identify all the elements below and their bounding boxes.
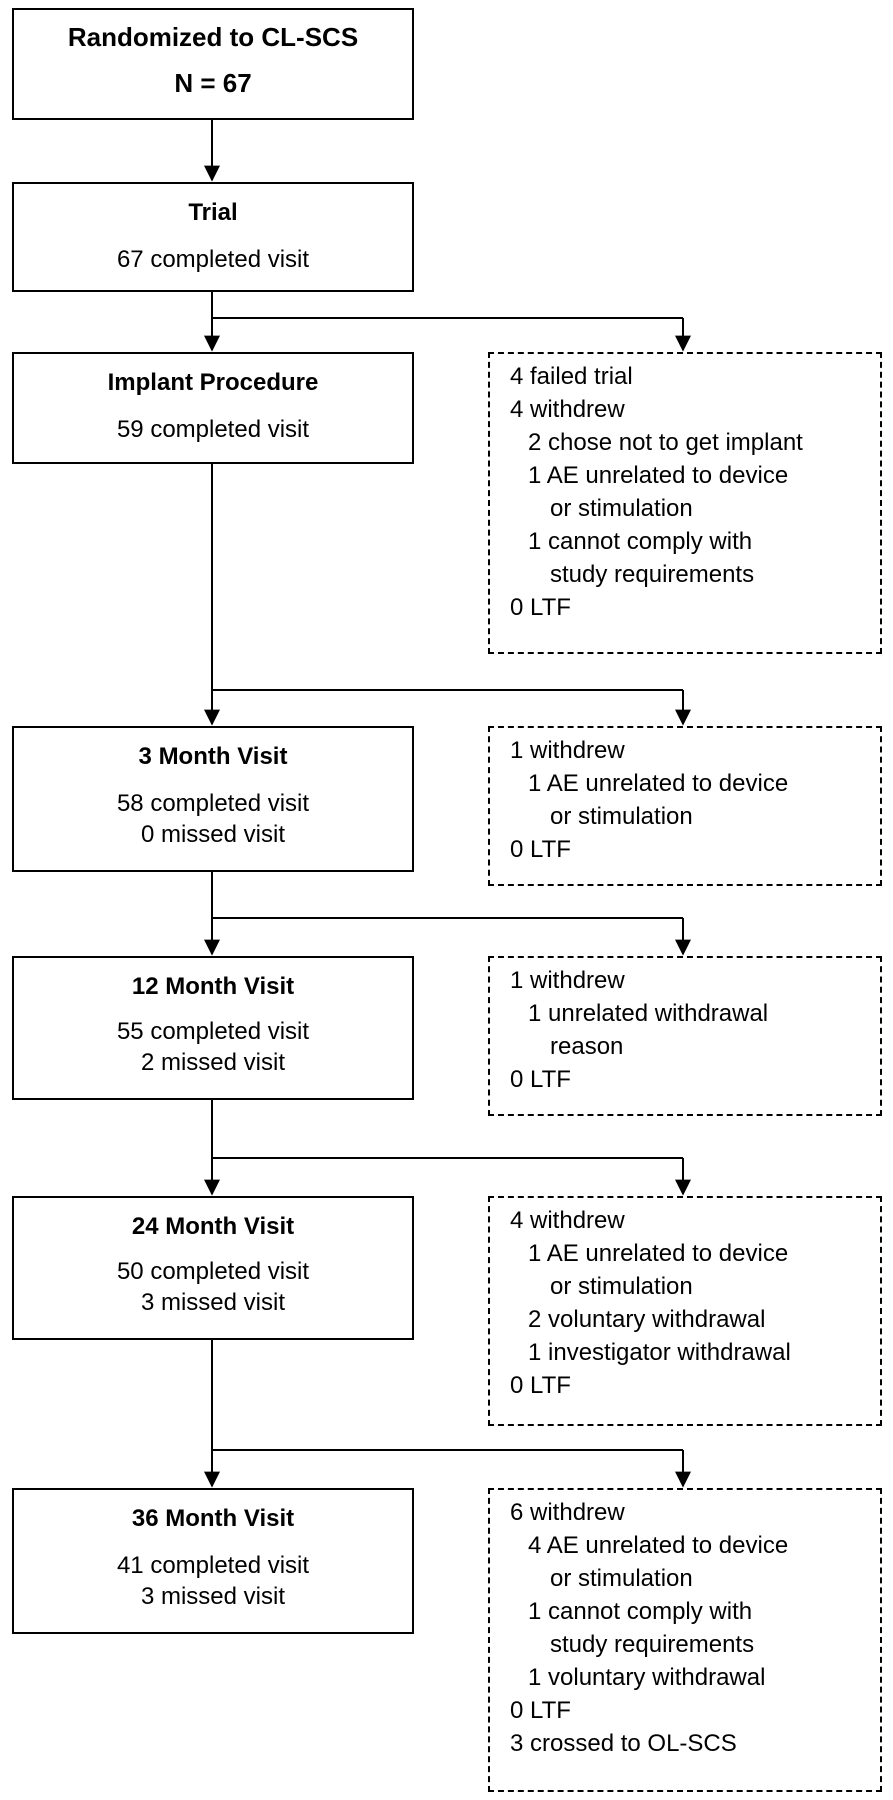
randomized-n: N = 67	[174, 68, 252, 98]
stage-missed: 3 missed visit	[140, 1583, 286, 1610]
stage-completed: 59 completed visit	[116, 416, 310, 443]
exit-line: 1 investigator withdrawal	[528, 1339, 791, 1366]
exit-line: 1 withdrew	[510, 737, 625, 764]
exit-line: 4 AE unrelated to device	[528, 1532, 789, 1559]
exit-line: 2 chose not to get implant	[528, 429, 803, 456]
stage-title: 12 Month Visit	[131, 973, 295, 1000]
exit-line: 0 LTF	[510, 836, 571, 863]
stage-title: 24 Month Visit	[131, 1213, 295, 1240]
stage-box-24-month: 24 Month Visit 50 completed visit 3 miss…	[12, 1196, 414, 1340]
randomized-title: Randomized to CL-SCS	[67, 22, 359, 52]
exit-line: 0 LTF	[510, 1697, 571, 1724]
stage-box-implant: Implant Procedure 59 completed visit	[12, 352, 414, 464]
exit-line: 1 AE unrelated to device	[528, 1240, 789, 1267]
exit-box-trial: 4 failed trial 4 withdrew 2 chose not to…	[488, 352, 882, 654]
exit-box-implant: 1 withdrew 1 AE unrelated to device or s…	[488, 726, 882, 886]
exit-line: 6 withdrew	[510, 1499, 625, 1526]
exit-line: 2 voluntary withdrawal	[528, 1306, 766, 1333]
stage-completed: 50 completed visit	[116, 1258, 310, 1285]
exit-line: 0 LTF	[510, 1372, 571, 1399]
stage-missed: 2 missed visit	[140, 1049, 286, 1076]
stage-missed: 3 missed visit	[140, 1289, 286, 1316]
exit-line: 1 unrelated withdrawal	[528, 1000, 769, 1027]
exit-line: or stimulation	[550, 803, 693, 830]
stage-box-trial: Trial 67 completed visit	[12, 182, 414, 292]
randomized-box: Randomized to CL-SCS N = 67	[12, 8, 414, 120]
stage-title: Trial	[188, 199, 238, 226]
exit-line: 1 AE unrelated to device	[528, 462, 789, 489]
exit-line: 3 crossed to OL-SCS	[510, 1730, 737, 1757]
stage-completed: 55 completed visit	[116, 1018, 310, 1045]
exit-box-24-month: 6 withdrew 4 AE unrelated to device or s…	[488, 1488, 882, 1792]
exit-line: 1 voluntary withdrawal	[528, 1664, 766, 1691]
exit-line: 4 failed trial	[510, 363, 633, 390]
exit-line: study requirements	[550, 1631, 755, 1658]
exit-line: or stimulation	[550, 1273, 693, 1300]
exit-line: 1 cannot comply with	[528, 1598, 753, 1625]
stage-completed: 41 completed visit	[116, 1552, 310, 1579]
exit-line: or stimulation	[550, 1565, 693, 1592]
stage-title: 3 Month Visit	[138, 743, 288, 770]
exit-line: 1 withdrew	[510, 967, 625, 994]
stage-title: Implant Procedure	[107, 369, 319, 396]
exit-box-3-month: 1 withdrew 1 unrelated withdrawal reason…	[488, 956, 882, 1116]
exit-line: study requirements	[550, 561, 755, 588]
stage-completed: 67 completed visit	[116, 246, 310, 273]
stage-missed: 0 missed visit	[140, 821, 286, 848]
exit-line: reason	[550, 1033, 624, 1060]
exit-line: 1 cannot comply with	[528, 528, 753, 555]
exit-line: 4 withdrew	[510, 396, 625, 423]
exit-line: 0 LTF	[510, 594, 571, 621]
stage-title: 36 Month Visit	[131, 1505, 295, 1532]
stage-completed: 58 completed visit	[116, 790, 310, 817]
exit-line: 1 AE unrelated to device	[528, 770, 789, 797]
exit-line: or stimulation	[550, 495, 693, 522]
stage-box-3-month: 3 Month Visit 58 completed visit 0 misse…	[12, 726, 414, 872]
exit-box-12-month: 4 withdrew 1 AE unrelated to device or s…	[488, 1196, 882, 1426]
stage-box-12-month: 12 Month Visit 55 completed visit 2 miss…	[12, 956, 414, 1100]
stage-box-36-month: 36 Month Visit 41 completed visit 3 miss…	[12, 1488, 414, 1634]
exit-line: 4 withdrew	[510, 1207, 625, 1234]
exit-line: 0 LTF	[510, 1066, 571, 1093]
